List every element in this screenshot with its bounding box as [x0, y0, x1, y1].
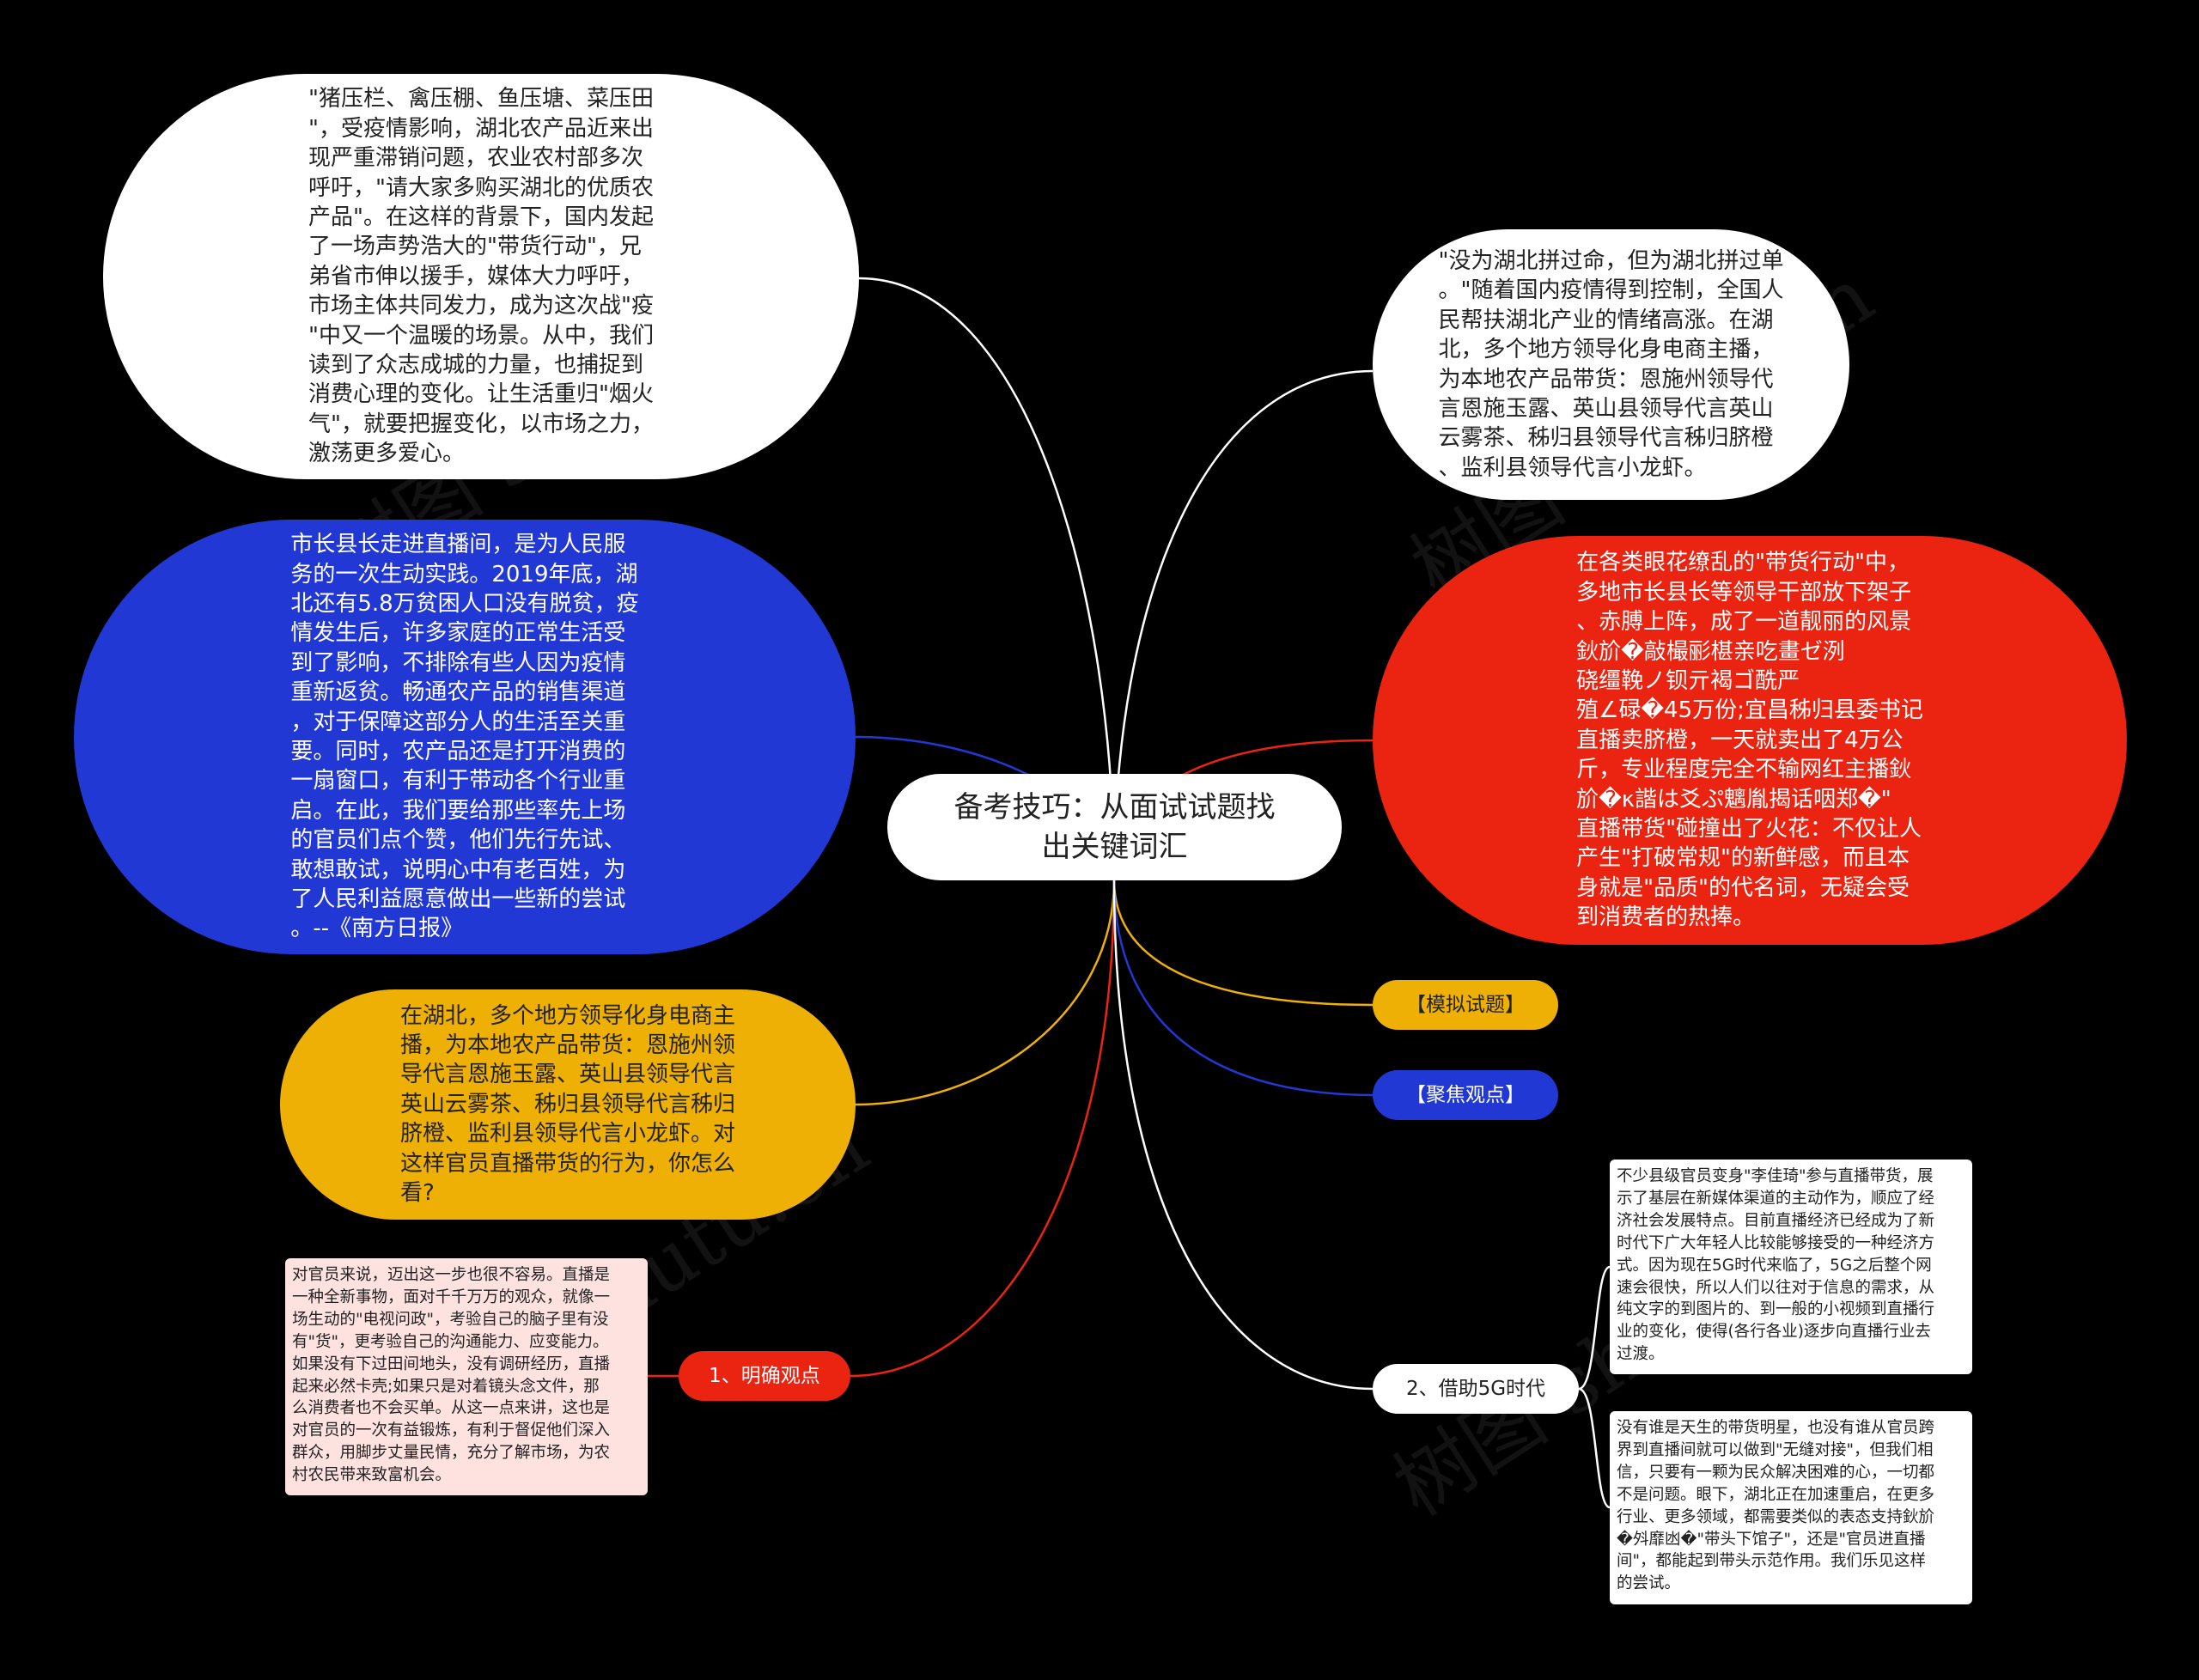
tag-label: 1、明确观点 — [709, 1365, 820, 1387]
link-point-two-white-1 — [1578, 1265, 1611, 1391]
link-root-top-left — [858, 277, 1116, 881]
tag-mock-questions[interactable]: 【模拟试题】 — [1373, 980, 1558, 1030]
link-root-mock — [1112, 880, 1374, 1007]
detail-text: 不少县级官员变身"李佳琦"参与直播带货，展 示了基层在新媒体渠道的主动作为，顺应… — [1617, 1167, 1935, 1364]
detail-box-5g-1[interactable]: 不少县级官员变身"李佳琦"参与直播带货，展 示了基层在新媒体渠道的主动作为，顺应… — [1610, 1160, 1972, 1374]
topic-text: 在各类眼花缭乱的"带货行动"中， 多地市长县长等领导干部放下架子 、赤膊上阵，成… — [1576, 550, 1923, 931]
link-point-two-white-2 — [1578, 1387, 1611, 1509]
topic-node-top-left[interactable]: "猪压栏、禽压棚、鱼压塘、菜压田 "，受疫情影响，湖北农产品近来出 现严重滞销问… — [103, 74, 859, 479]
topic-text: "没为湖北拼过命，但为湖北拼过单 。"随着国内疫情得到控制，全国人 民帮扶湖北产… — [1438, 247, 1784, 481]
tag-label: 2、借助5G时代 — [1405, 1378, 1546, 1400]
tag-point-two[interactable]: 2、借助5G时代 — [1373, 1364, 1579, 1414]
tag-focus-views[interactable]: 【聚焦观点】 — [1373, 1070, 1558, 1120]
link-root-focus — [1112, 880, 1374, 1097]
detail-box-pink[interactable]: 对官员来说，迈出这一步也很不容易。直播是 一种全新事物，面对千千万万的观众，就像… — [285, 1258, 648, 1495]
detail-box-5g-2[interactable]: 没有谁是天生的带货明星，也没有谁从官员跨 界到直播间就可以做到"无缝对接"，但我… — [1610, 1411, 1972, 1604]
link-root-left-yellow — [855, 880, 1116, 1106]
detail-text: 没有谁是天生的带货明星，也没有谁从官员跨 界到直播间就可以做到"无缝对接"，但我… — [1617, 1419, 1935, 1593]
tag-label: 【模拟试题】 — [1406, 994, 1525, 1016]
topic-text: "猪压栏、禽压棚、鱼压塘、菜压田 "，受疫情影响，湖北农产品近来出 现严重滞销问… — [308, 86, 654, 467]
topic-node-left-blue[interactable]: 市长县长走进直播间，是为人民服 务的一次生动实践。2019年底，湖 北还有5.8… — [74, 520, 856, 954]
root-topic-title: 备考技巧：从面试试题找 出关键词汇 — [953, 790, 1276, 864]
topic-node-right-red[interactable]: 在各类眼花缭乱的"带货行动"中， 多地市长县长等领导干部放下架子 、赤膊上阵，成… — [1373, 536, 2127, 945]
tag-point-one[interactable]: 1、明确观点 — [679, 1351, 850, 1401]
tag-label: 【聚焦观点】 — [1406, 1084, 1525, 1106]
topic-text: 在湖北，多个地方领导化身电商主 播，为本地农产品带货：恩施州领 导代言恩施玉露、… — [399, 1002, 735, 1207]
topic-text: 市长县长走进直播间，是为人民服 务的一次生动实践。2019年底，湖 北还有5.8… — [290, 532, 639, 942]
topic-node-left-yellow[interactable]: 在湖北，多个地方领导化身电商主 播，为本地农产品带货：恩施州领 导代言恩施玉露、… — [280, 989, 856, 1220]
topic-node-top-right[interactable]: "没为湖北拼过命，但为湖北拼过单 。"随着国内疫情得到控制，全国人 民帮扶湖北产… — [1373, 229, 1849, 500]
link-root-top-right — [1112, 369, 1374, 881]
link-root-point-one — [850, 880, 1116, 1378]
detail-text: 对官员来说，迈出这一步也很不容易。直播是 一种全新事物，面对千千万万的观众，就像… — [292, 1266, 611, 1485]
root-topic-node[interactable]: 备考技巧：从面试试题找 出关键词汇 — [887, 774, 1342, 880]
link-root-point-two — [1112, 880, 1374, 1391]
